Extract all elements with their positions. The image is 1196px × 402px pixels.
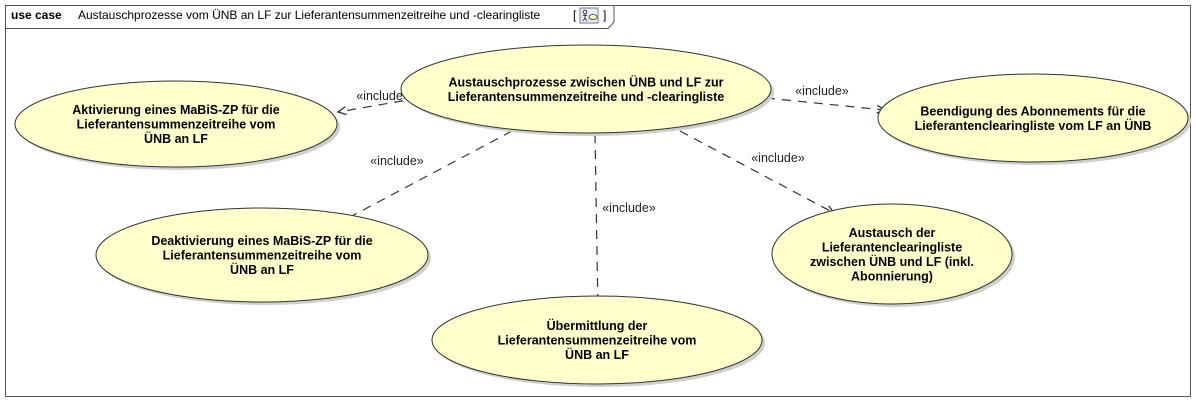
include-line xyxy=(765,97,886,111)
include-edge-aktivierung[interactable]: «include» xyxy=(336,89,420,116)
use-case-ellipse xyxy=(14,80,338,168)
include-line xyxy=(679,130,835,214)
use-case-uebermittlung[interactable]: Übermittlung derLieferantensummenzeitrei… xyxy=(431,295,765,387)
use-case-label-line: Lieferantenclearingliste xyxy=(822,240,962,254)
diagram-kind-label: use case xyxy=(11,8,62,22)
use-case-label-line: zwischen ÜNB und LF (inkl. xyxy=(810,254,974,269)
include-label: «include» xyxy=(356,89,410,103)
use-case-aktivierung[interactable]: Aktivierung eines MaBiS-ZP für dieLiefer… xyxy=(14,80,340,170)
diagram-frame xyxy=(5,5,1191,397)
include-label: «include» xyxy=(370,154,424,168)
include-label: «include» xyxy=(751,151,805,165)
title-bracket-open: [ xyxy=(573,8,577,22)
arrowhead-icon xyxy=(336,106,347,116)
include-line xyxy=(332,130,513,227)
include-edge-austausch[interactable]: «include» xyxy=(679,130,836,214)
use-case-label-line: Austausch der xyxy=(849,226,936,240)
use-case-label-line: Aktivierung eines MaBiS-ZP für die xyxy=(72,103,280,117)
use-case-label-line: Lieferantensummenzeitreihe und -clearing… xyxy=(448,90,725,104)
include-edge-beendigung[interactable]: «include» xyxy=(765,84,887,114)
use-case-ellipse xyxy=(771,203,1013,305)
use-case-label-line: Übermittlung der xyxy=(547,318,648,333)
use-case-label-line: Deaktivierung eines MaBiS-ZP für die xyxy=(151,234,372,248)
use-case-label-line: Abonnierung) xyxy=(851,269,933,283)
use-case-diagram-icon xyxy=(579,7,599,24)
use-case-label-line: ÜNB an LF xyxy=(144,131,208,146)
include-label: «include» xyxy=(602,201,656,215)
diagram-title-tab xyxy=(5,5,615,29)
use-cases: Austauschprozesse zwischen ÜNB und LF zu… xyxy=(14,44,1191,387)
include-line xyxy=(594,133,599,314)
include-edge-uebermittlung[interactable]: «include» xyxy=(593,133,656,315)
use-case-ellipse xyxy=(400,44,772,134)
use-case-beendigung[interactable]: Beendigung des Abonnements für dieLiefer… xyxy=(877,73,1191,165)
use-case-ellipse xyxy=(95,207,429,303)
use-case-main[interactable]: Austauschprozesse zwischen ÜNB und LF zu… xyxy=(400,44,774,136)
use-case-deaktivierung[interactable]: Deaktivierung eines MaBiS-ZP für dieLief… xyxy=(95,207,431,305)
use-case-label-line: Lieferantensummenzeitreihe vom xyxy=(498,334,697,348)
use-case-label-line: ÜNB an LF xyxy=(230,262,294,277)
include-label: «include» xyxy=(795,84,849,98)
use-case-label-line: Lieferantensummenzeitreihe vom xyxy=(163,249,362,263)
diagram-title: Austauschprozesse vom ÜNB an LF zur Lief… xyxy=(78,8,541,22)
use-case-label-line: Beendigung des Abonnements für die xyxy=(920,104,1145,118)
include-edge-deaktivierung[interactable]: «include» xyxy=(331,130,513,227)
include-relations: «include» «include» «include» «include» «inc… xyxy=(331,84,887,315)
use-case-label-line: Lieferantenclearingliste vom LF an ÜNB xyxy=(915,118,1152,133)
include-line xyxy=(337,97,420,113)
use-case-ellipse xyxy=(431,295,763,385)
use-case-label-line: Austauschprozesse zwischen ÜNB und LF zu… xyxy=(448,74,723,89)
title-bracket-close: ] xyxy=(603,8,606,22)
use-case-ellipse xyxy=(877,73,1189,163)
use-case-label-line: Lieferantensummenzeitreihe vom xyxy=(77,118,276,132)
use-case-label-line: ÜNB an LF xyxy=(565,347,629,362)
use-case-austausch[interactable]: Austausch derLieferantenclearinglistezwi… xyxy=(771,203,1015,307)
